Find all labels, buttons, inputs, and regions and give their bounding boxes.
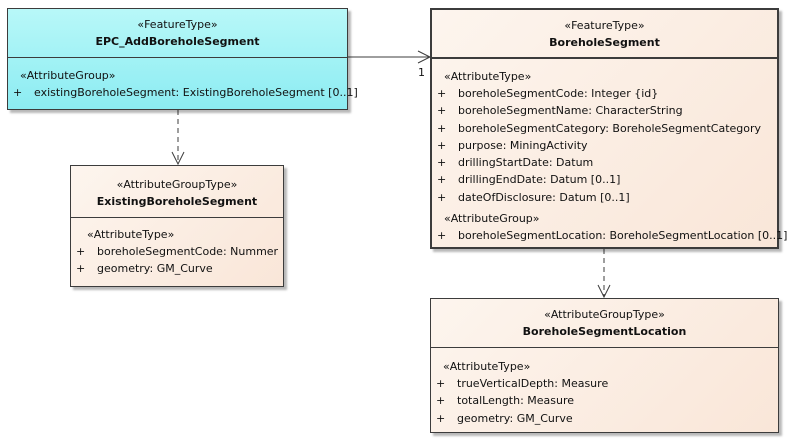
- class-name: BoreholeSegment: [549, 36, 660, 49]
- visibility-marker: +: [437, 173, 447, 187]
- visibility-marker: +: [76, 262, 86, 276]
- visibility-marker: +: [437, 87, 447, 100]
- stereotype-label: «AttributeGroupType»: [544, 308, 665, 321]
- attribute-row[interactable]: + boreholeSegmentLocation: BoreholeSegme…: [432, 227, 788, 244]
- stereotype-label: «AttributeGroupType»: [116, 178, 238, 191]
- visibility-marker: +: [437, 104, 447, 118]
- dependency-arrowhead-existing: [171, 151, 185, 166]
- class-epc-addboreholesegment[interactable]: «FeatureType» EPC_AddBoreholeSegment «At…: [7, 8, 358, 110]
- attribute-row[interactable]: + geometry: GM_Curve: [431, 410, 778, 427]
- visibility-marker: +: [437, 121, 447, 135]
- attribute-row[interactable]: + geometry: GM_Curve: [71, 260, 283, 277]
- attribute-text: drillingStartDate: Datum: [458, 156, 594, 170]
- section-label: «AttributeType»: [87, 228, 175, 241]
- attribute-row[interactable]: + drillingEndDate: Datum [0..1]: [432, 171, 777, 188]
- attribute-row[interactable]: + dateOfDisclosure: Datum [0..1]: [432, 189, 777, 206]
- attribute-text: boreholeSegmentLocation: BoreholeSegment…: [458, 229, 788, 243]
- dependency-arrowhead-location: [597, 284, 611, 299]
- section-label: «AttributeGroup»: [20, 69, 116, 82]
- attribute-text: dateOfDisclosure: Datum [0..1]: [458, 190, 630, 204]
- class-name: EPC_AddBoreholeSegment: [95, 35, 260, 48]
- visibility-marker: +: [436, 377, 446, 390]
- visibility-marker: +: [436, 411, 446, 425]
- visibility-marker: +: [76, 245, 86, 258]
- attribute-text: boreholeSegmentCode: Integer {id}: [458, 87, 659, 100]
- attribute-text: purpose: MiningActivity: [458, 138, 588, 152]
- attribute-text: boreholeSegmentCategory: BoreholeSegment…: [458, 121, 762, 135]
- visibility-marker: +: [13, 86, 23, 99]
- attribute-text: existingBoreholeSegment: ExistingBorehol…: [34, 86, 358, 99]
- visibility-marker: +: [437, 229, 447, 243]
- attribute-text: trueVerticalDepth: Measure: [457, 377, 609, 390]
- section-label: «AttributeGroup»: [444, 212, 540, 226]
- section-label: «AttributeType»: [444, 70, 532, 83]
- attribute-text: boreholeSegmentCode: Nummer: [97, 245, 279, 258]
- visibility-marker: +: [437, 156, 447, 170]
- stereotype-label: «FeatureType»: [564, 19, 645, 32]
- attribute-row[interactable]: + trueVerticalDepth: Measure: [431, 375, 778, 392]
- attribute-text: boreholeSegmentName: CharacterString: [458, 104, 683, 118]
- attribute-row[interactable]: + totalLength: Measure: [431, 392, 778, 409]
- attribute-row[interactable]: + drillingStartDate: Datum: [432, 154, 777, 171]
- attribute-text: totalLength: Measure: [457, 394, 575, 408]
- attribute-text: drillingEndDate: Datum [0..1]: [458, 173, 621, 187]
- class-boreholesegment[interactable]: «FeatureType» BoreholeSegment «Attribute…: [430, 8, 788, 249]
- visibility-marker: +: [436, 394, 446, 408]
- class-existingboreholesegment[interactable]: «AttributeGroupType» ExistingBoreholeSeg…: [70, 165, 284, 287]
- stereotype-label: «FeatureType»: [137, 18, 218, 31]
- attribute-row[interactable]: + existingBoreholeSegment: ExistingBoreh…: [8, 84, 358, 101]
- attribute-text: geometry: GM_Curve: [97, 262, 213, 276]
- section-label: «AttributeType»: [443, 360, 531, 373]
- class-name: BoreholeSegmentLocation: [522, 325, 687, 338]
- class-name: ExistingBoreholeSegment: [96, 195, 258, 208]
- attribute-row[interactable]: + boreholeSegmentCategory: BoreholeSegme…: [432, 120, 777, 137]
- attribute-row[interactable]: + boreholeSegmentCode: Integer {id}: [432, 85, 777, 102]
- attribute-row[interactable]: + boreholeSegmentCode: Nummer: [71, 243, 283, 260]
- visibility-marker: +: [437, 138, 447, 152]
- visibility-marker: +: [437, 190, 447, 204]
- attribute-row[interactable]: + purpose: MiningActivity: [432, 137, 777, 154]
- attribute-row[interactable]: + boreholeSegmentName: CharacterString: [432, 102, 777, 119]
- multiplicity-label: 1: [418, 66, 425, 79]
- attribute-text: geometry: GM_Curve: [457, 411, 573, 425]
- class-boreholesegmentlocation[interactable]: «AttributeGroupType» BoreholeSegmentLoca…: [430, 298, 779, 433]
